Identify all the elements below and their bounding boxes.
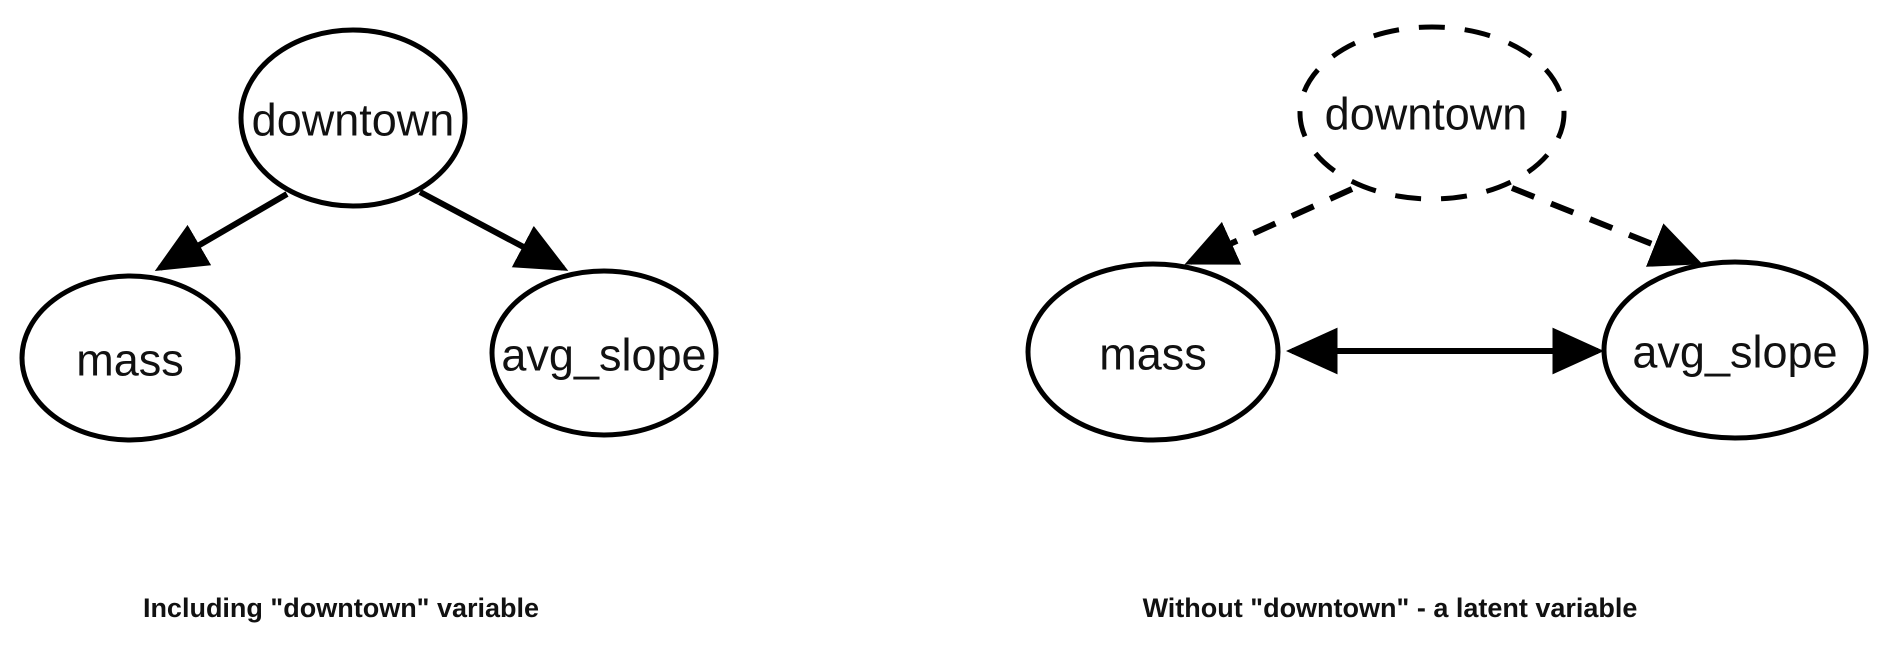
node-mass-left-outline[interactable] — [19, 273, 241, 443]
node-avg-slope-left[interactable]: avg_slope — [489, 268, 719, 438]
node-downtown-right-label: downtown — [1325, 89, 1528, 140]
node-mass-left[interactable]: mass — [19, 273, 241, 443]
caption-right: Without "downtown" - a latent variable — [1143, 593, 1638, 623]
node-mass-right[interactable]: mass — [1025, 261, 1281, 443]
node-avg-slope-right[interactable]: avg_slope — [1601, 259, 1869, 441]
caption-left: Including "downtown" variable — [143, 593, 539, 623]
node-downtown-right-outline[interactable] — [1297, 24, 1567, 202]
panel-with-downtown: downtown mass avg_slope Including "downt… — [19, 27, 719, 623]
node-downtown-left-outline[interactable] — [238, 27, 468, 209]
node-avg-slope-left-outline[interactable] — [489, 268, 719, 438]
node-downtown-left-label: downtown — [252, 95, 455, 146]
edge-line-downtown-mass-dashed — [1184, 186, 1354, 265]
edge-line-downtown-mass — [154, 191, 289, 272]
edge-downtown-to-mass — [154, 191, 289, 272]
node-avg-slope-right-outline[interactable] — [1601, 259, 1869, 441]
node-downtown-right[interactable]: downtown — [1297, 24, 1567, 202]
panel-without-downtown: downtown mass avg_slope Without "downtow… — [1025, 24, 1869, 623]
node-mass-left-label: mass — [76, 335, 184, 386]
edge-downtown-to-mass-dashed — [1184, 186, 1354, 265]
edge-line-downtown-avg-slope — [418, 189, 569, 271]
node-avg-slope-right-label: avg_slope — [1632, 327, 1837, 378]
node-avg-slope-left-label: avg_slope — [501, 330, 706, 381]
node-mass-right-label: mass — [1099, 329, 1207, 380]
edge-downtown-to-avg-slope — [418, 189, 569, 271]
edge-line-downtown-avg-slope-dashed — [1510, 185, 1703, 267]
node-mass-right-outline[interactable] — [1025, 261, 1281, 443]
node-downtown-left[interactable]: downtown — [238, 27, 468, 209]
edge-downtown-to-avg-slope-dashed — [1510, 185, 1703, 267]
